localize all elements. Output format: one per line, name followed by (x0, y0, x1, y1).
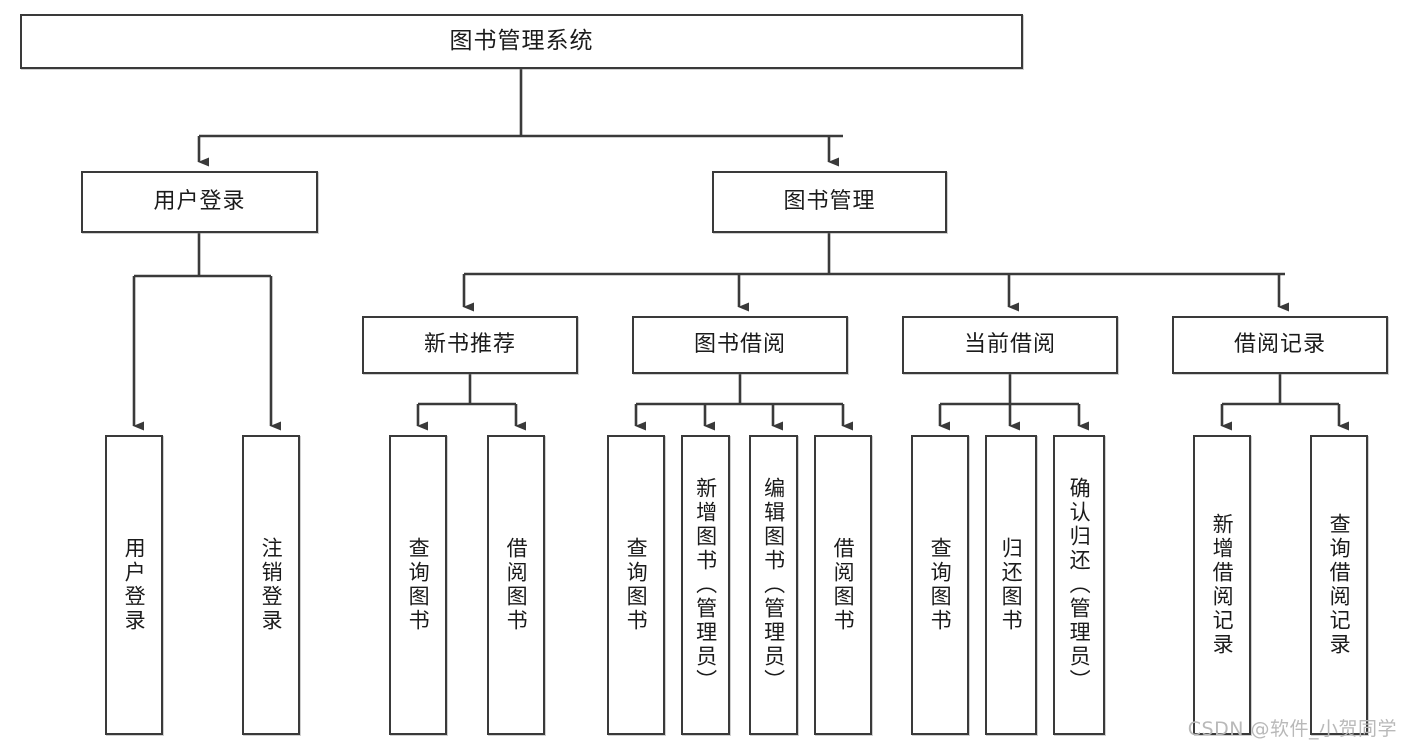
leaf-borrow-edit-book-admin-label: 编辑图书（管理员） (761, 477, 786, 693)
node-user-login[interactable]: 用户登录 (81, 171, 318, 233)
leaf-borrow-book-label: 借阅图书 (831, 537, 856, 633)
leaf-borrow-query-book-label: 查询图书 (624, 537, 649, 633)
node-new-book-recommend[interactable]: 新书推荐 (362, 316, 578, 374)
leaf-confirm-return-admin[interactable]: 确认归还（管理员） (1053, 435, 1105, 735)
csdn-watermark: CSDN @软件_小贺同学 (1187, 718, 1397, 740)
leaf-new-book-borrow-label: 借阅图书 (504, 537, 529, 633)
leaf-new-book-borrow[interactable]: 借阅图书 (487, 435, 545, 735)
leaf-query-borrow-record-label: 查询借阅记录 (1327, 513, 1352, 657)
new-book-to-leaves-edges (416, 374, 526, 431)
node-user-login-label: 用户登录 (153, 188, 246, 214)
leaf-new-book-query[interactable]: 查询图书 (389, 435, 447, 735)
leaf-user-login-label: 用户登录 (122, 537, 147, 633)
leaf-return-book-label: 归还图书 (999, 537, 1024, 633)
current-borrow-to-leaves-edges (938, 374, 1089, 431)
borrow-record-to-leaves-edges (1220, 374, 1349, 431)
user-login-to-leaves-edges (132, 232, 281, 431)
leaf-new-book-query-label: 查询图书 (406, 537, 431, 633)
leaf-query-borrow-record[interactable]: 查询借阅记录 (1310, 435, 1368, 735)
leaf-borrow-book[interactable]: 借阅图书 (814, 435, 872, 735)
leaf-borrow-query-book[interactable]: 查询图书 (607, 435, 665, 735)
node-root-book-management-system[interactable]: 图书管理系统 (20, 14, 1023, 69)
node-book-borrow[interactable]: 图书借阅 (632, 316, 848, 374)
leaf-user-logout[interactable]: 注销登录 (242, 435, 300, 735)
leaf-user-login[interactable]: 用户登录 (105, 435, 163, 735)
node-book-management-label: 图书管理 (783, 188, 876, 214)
leaf-return-book[interactable]: 归还图书 (985, 435, 1037, 735)
leaf-current-query-book[interactable]: 查询图书 (911, 435, 969, 735)
node-borrow-record[interactable]: 借阅记录 (1172, 316, 1388, 374)
node-root-label: 图书管理系统 (449, 27, 594, 54)
leaf-add-borrow-record-label: 新增借阅记录 (1210, 513, 1235, 657)
node-new-book-recommend-label: 新书推荐 (423, 331, 516, 357)
book-manage-to-level3-edges (462, 232, 1289, 312)
leaf-confirm-return-admin-label: 确认归还（管理员） (1067, 477, 1092, 693)
node-book-borrow-label: 图书借阅 (693, 331, 786, 357)
leaf-user-logout-label: 注销登录 (259, 537, 284, 633)
node-borrow-record-label: 借阅记录 (1233, 331, 1326, 357)
leaf-add-borrow-record[interactable]: 新增借阅记录 (1193, 435, 1251, 735)
leaf-current-query-book-label: 查询图书 (928, 537, 953, 633)
leaf-borrow-add-book-admin-label: 新增图书（管理员） (693, 477, 718, 693)
leaf-borrow-add-book-admin[interactable]: 新增图书（管理员） (681, 435, 730, 735)
node-current-borrow[interactable]: 当前借阅 (902, 316, 1118, 374)
leaf-borrow-edit-book-admin[interactable]: 编辑图书（管理员） (749, 435, 798, 735)
node-current-borrow-label: 当前借阅 (963, 331, 1056, 357)
node-book-management[interactable]: 图书管理 (712, 171, 947, 233)
root-to-level2-edges (197, 68, 843, 167)
book-borrow-to-leaves-edges (634, 374, 853, 431)
